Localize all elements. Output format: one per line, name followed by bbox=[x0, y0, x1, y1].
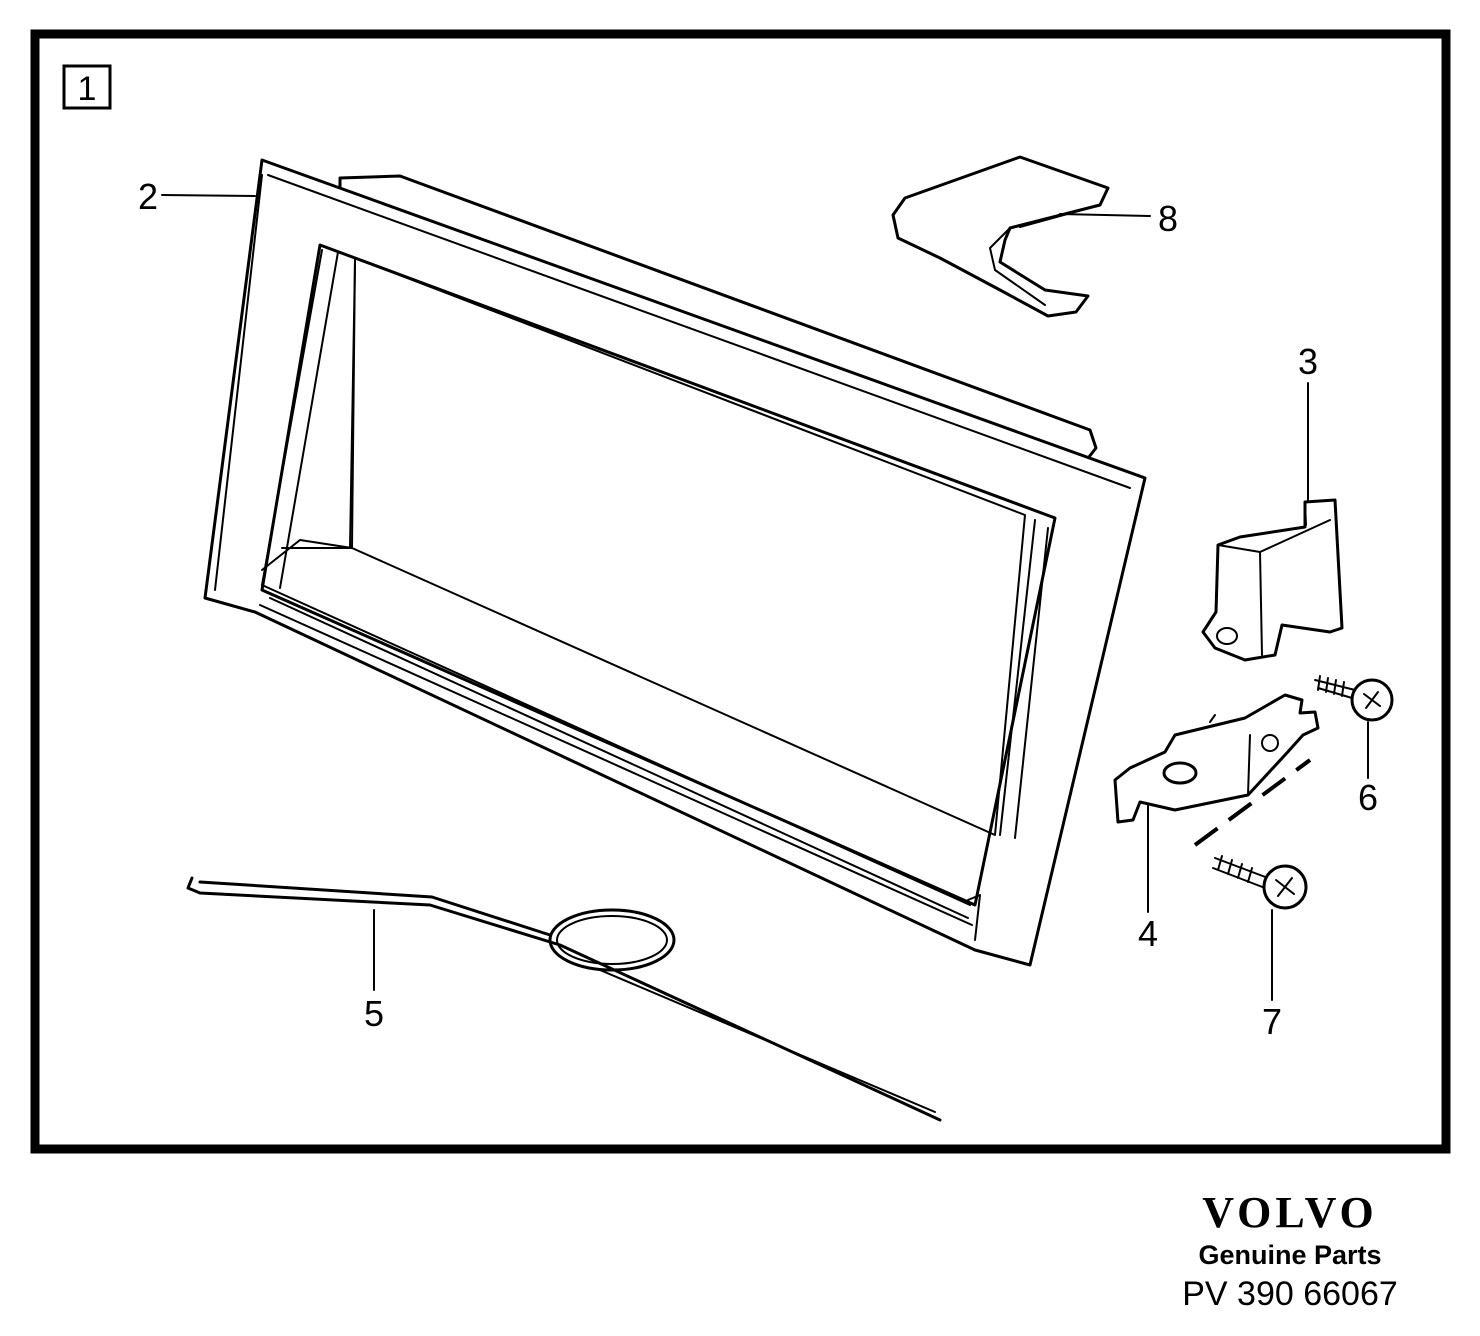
part-8-clip bbox=[891, 155, 1110, 318]
callout-7: 7 bbox=[1262, 1001, 1282, 1042]
callout-5: 5 bbox=[364, 993, 384, 1034]
callout-6: 6 bbox=[1358, 777, 1378, 818]
part-4-plate bbox=[1113, 693, 1320, 824]
brand-subtitle: Genuine Parts bbox=[1198, 1240, 1382, 1270]
part-2-frame-bezel bbox=[203, 158, 1147, 967]
assembly-dash-line bbox=[1193, 758, 1312, 847]
brand-block: VOLVO Genuine Parts PV 390 66067 bbox=[1160, 1188, 1420, 1314]
part-reference: PV 390 66067 bbox=[1182, 1275, 1398, 1313]
part-5-wire-spring bbox=[186, 876, 942, 1122]
callout-3: 3 bbox=[1298, 341, 1318, 382]
volvo-logo: VOLVO bbox=[1202, 1188, 1378, 1237]
leader-2 bbox=[161, 194, 256, 197]
part-7-screw bbox=[1212, 855, 1308, 910]
callout-4: 4 bbox=[1138, 913, 1158, 954]
part-3-bracket bbox=[1201, 498, 1344, 662]
callout-2: 2 bbox=[138, 176, 158, 217]
part-6-screw bbox=[1314, 675, 1394, 722]
group-number: 1 bbox=[78, 70, 97, 108]
callout-8: 8 bbox=[1158, 198, 1178, 239]
diagram-frame bbox=[30, 29, 1451, 1154]
group-number-box: 1 bbox=[62, 64, 112, 110]
leader-8 bbox=[1059, 213, 1151, 217]
